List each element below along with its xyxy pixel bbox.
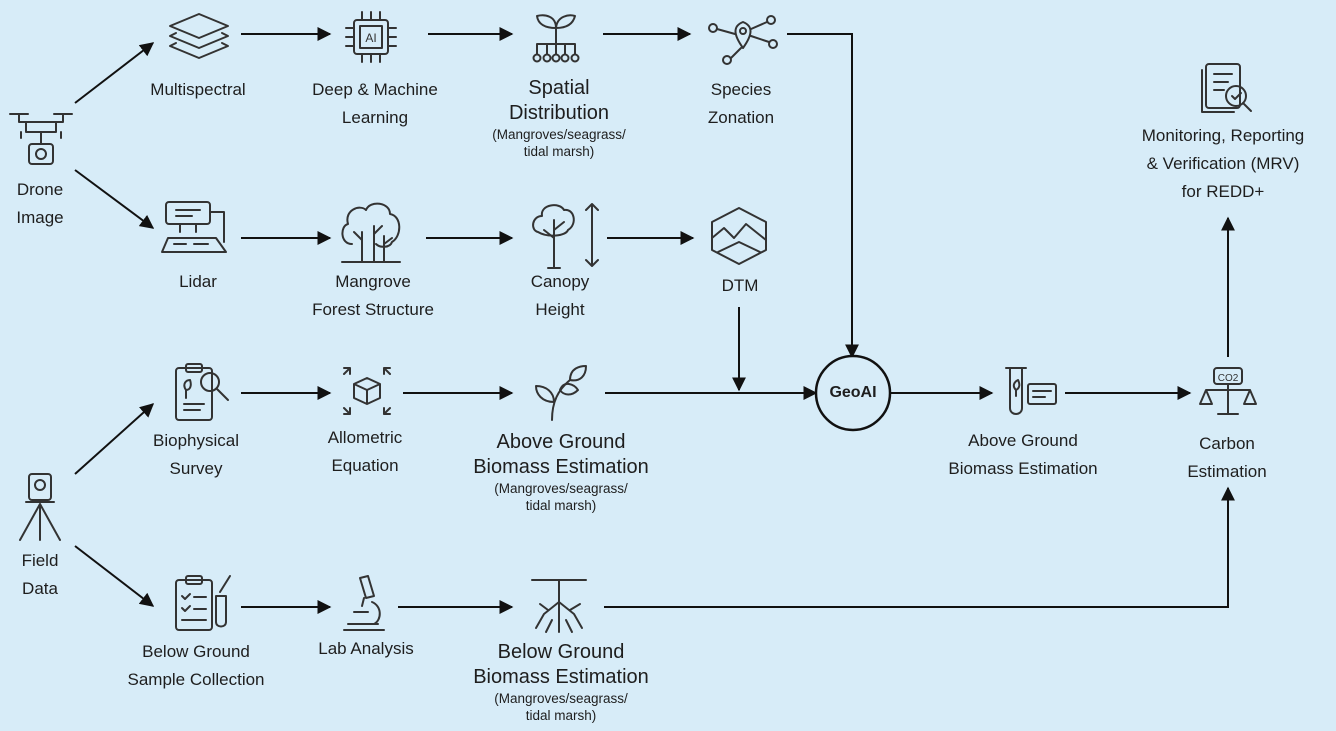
layers-icon (166, 10, 232, 66)
test-tube-icon (1000, 364, 1060, 422)
dtm-label: DTM (721, 276, 759, 295)
location-network-icon (705, 10, 781, 72)
multispectral-label: Multispectral (150, 80, 246, 99)
total-station-icon (14, 470, 66, 544)
geoai-node (814, 354, 892, 432)
svg-text:AI: AI (365, 31, 376, 45)
drone-icon (6, 104, 76, 172)
forest-icon (336, 196, 406, 266)
sample-clipboard-icon (172, 572, 238, 634)
ai-chip-icon: AI (342, 8, 400, 66)
arrow-bgb-carbon (604, 486, 1235, 608)
report-search-icon (1196, 60, 1256, 118)
lidar-scanner-icon (160, 198, 234, 260)
arrow-species-geoai (787, 33, 859, 359)
arrow-field-biophysical (74, 403, 155, 475)
arrow-drone-multispectral (74, 42, 155, 104)
arrow-drone-lidar (74, 169, 155, 229)
lidar-label: Lidar (179, 272, 217, 291)
svg-text:CO2: CO2 (1218, 373, 1239, 384)
mrv-label: Monitoring, Reporting& Verification (MRV… (1141, 126, 1305, 201)
sprout-network-icon (525, 8, 587, 70)
lab-label: Lab Analysis (318, 639, 414, 658)
microscope-icon (338, 572, 390, 634)
tree-height-icon (528, 200, 602, 270)
geoai-label: GeoAI (829, 384, 877, 401)
leaves-icon (530, 362, 590, 424)
cube-icon (338, 362, 396, 420)
roots-icon (526, 574, 592, 636)
survey-clipboard-icon (172, 360, 234, 424)
arrow-field-belowsample (74, 545, 155, 607)
terrain-cube-icon (708, 204, 770, 268)
co2-scale-icon: CO2 (1198, 362, 1258, 422)
